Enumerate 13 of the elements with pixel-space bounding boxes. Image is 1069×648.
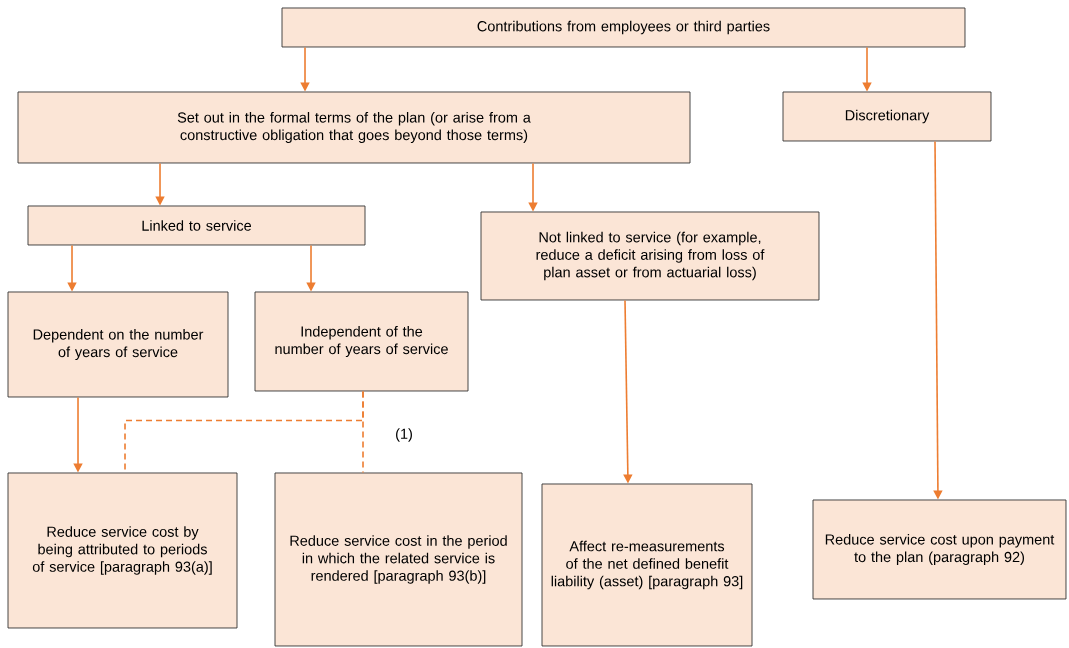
process-box: Independent of the number of years of service (254, 291, 469, 392)
process-box: Linked to service (27, 205, 366, 246)
process-box: Contributions from employees or third parties (281, 7, 966, 48)
connector-line (362, 390, 364, 474)
process-box: Affect re-measurements of the net defined benefit liability (asset) [paragraph 93] (541, 483, 753, 647)
process-box: Discretionary (782, 91, 992, 142)
process-box: Not linked to service (for example, reduce a deficit arising from loss of plan asset or from actuarial loss) (480, 211, 820, 301)
process-box: Reduce service cost upon payment to the plan (paragraph 92) (812, 499, 1067, 600)
process-box: Reduce service cost in the period in which the related service is rendered [paragraph 93(b)] (274, 472, 523, 647)
process-box: Dependent on the number of years of service (7, 291, 229, 398)
process-box: Set out in the formal terms of the plan (or arise from a constructive obligation that goes beyond those terms) (17, 91, 691, 164)
process-box: Reduce service cost by being attributed to periods of service [paragraph 93(a)] (7, 472, 238, 629)
footnote-marker: (1) (396, 428, 412, 442)
